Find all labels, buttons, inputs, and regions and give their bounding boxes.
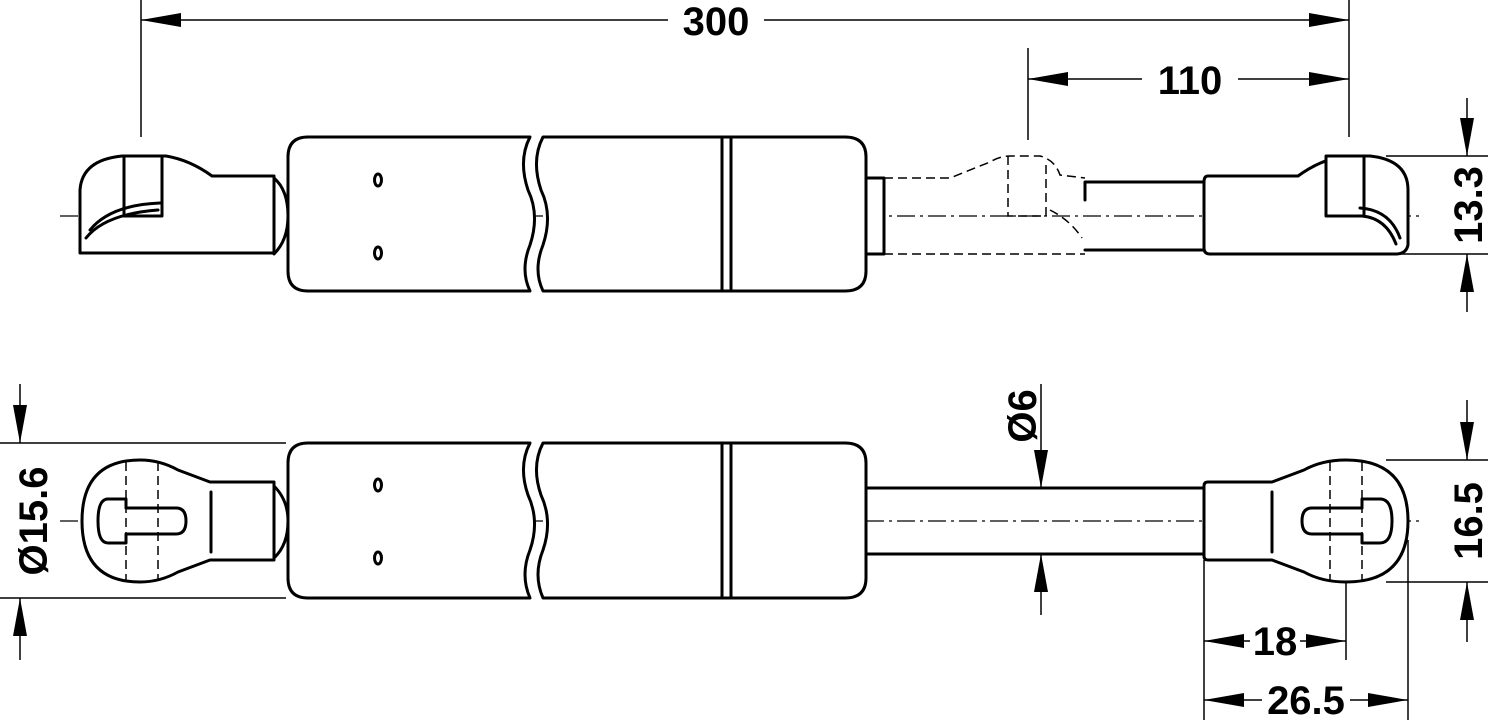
dim-stroke-label: 110 bbox=[1158, 59, 1223, 103]
dim-stroke bbox=[1027, 48, 1349, 140]
side-view-retracted-position bbox=[884, 155, 1086, 255]
top-view-piston-rod bbox=[864, 486, 1206, 556]
dim-overall-length-label: 300 bbox=[683, 0, 750, 44]
side-view-body-hole-lower bbox=[373, 245, 383, 261]
dim-end-fitting-height bbox=[1386, 98, 1488, 312]
side-view-left-joint bbox=[272, 176, 290, 256]
side-view-body-hole-upper bbox=[373, 172, 383, 188]
dim-rod-diameter bbox=[1034, 384, 1048, 615]
top-view: Ø15.6 Ø6 16.5 18 bbox=[0, 384, 1488, 722]
dim-body-diameter-label: Ø15.6 bbox=[12, 467, 56, 576]
dim-end-fitting-width-label: 16.5 bbox=[1447, 482, 1488, 560]
dim-rod-diameter-label: Ø6 bbox=[1001, 389, 1045, 442]
top-view-body-hole-upper bbox=[373, 477, 383, 493]
dim-fitting-short bbox=[1203, 560, 1347, 720]
top-view-cylinder-body bbox=[286, 441, 868, 600]
dim-fitting-short-label: 18 bbox=[1253, 620, 1298, 664]
dim-fitting-long-label: 26.5 bbox=[1267, 679, 1345, 722]
side-view: 300 110 13.3 bbox=[60, 0, 1488, 312]
top-view-right-ball-socket bbox=[1202, 458, 1410, 584]
side-view-collar bbox=[864, 176, 886, 256]
top-view-left-joint bbox=[272, 484, 290, 560]
dim-end-fitting-height-label: 13.3 bbox=[1447, 166, 1488, 244]
side-view-piston-rod bbox=[1083, 180, 1206, 252]
side-view-right-end-fitting bbox=[1202, 154, 1410, 256]
side-view-left-end-fitting bbox=[78, 154, 276, 255]
dim-end-fitting-width bbox=[1386, 400, 1488, 642]
dim-fitting-long bbox=[1204, 540, 1409, 720]
top-view-left-ball-socket bbox=[80, 458, 276, 584]
dim-overall-length bbox=[140, 0, 1350, 137]
side-view-cylinder-body bbox=[286, 135, 868, 293]
dim-body-diameter bbox=[0, 384, 286, 660]
top-view-body-hole-lower bbox=[373, 550, 383, 566]
